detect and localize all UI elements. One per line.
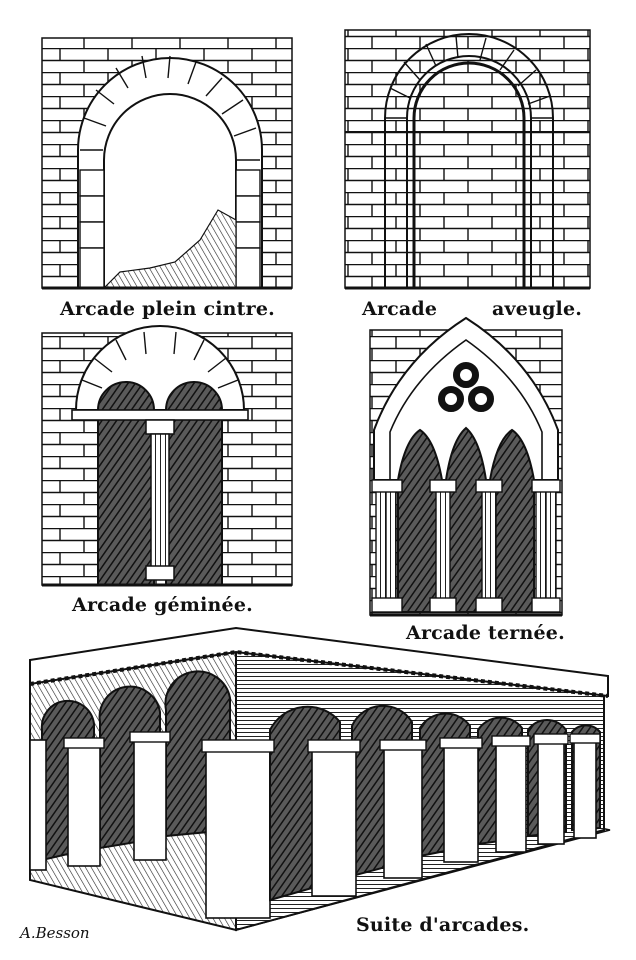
- caption-suite-arcades: Suite d'arcades.: [356, 914, 530, 936]
- panel-arcade-aveugle: [344, 29, 591, 290]
- caption-arcade-geminee: Arcade géminée.: [72, 594, 253, 616]
- panel-arcade-ternee: [369, 316, 563, 617]
- caption-arcade-plein-cintre: Arcade plein cintre.: [60, 298, 275, 320]
- artist-signature: A.Besson: [20, 924, 90, 942]
- panel-suite-arcades: [29, 626, 611, 932]
- caption-arcade-aveugle: Arcade aveugle.: [362, 298, 583, 320]
- panel-arcade-plein-cintre: [41, 37, 293, 290]
- panel-arcade-geminee: [41, 325, 293, 587]
- caption-arcade-ternee: Arcade ternée.: [406, 622, 565, 644]
